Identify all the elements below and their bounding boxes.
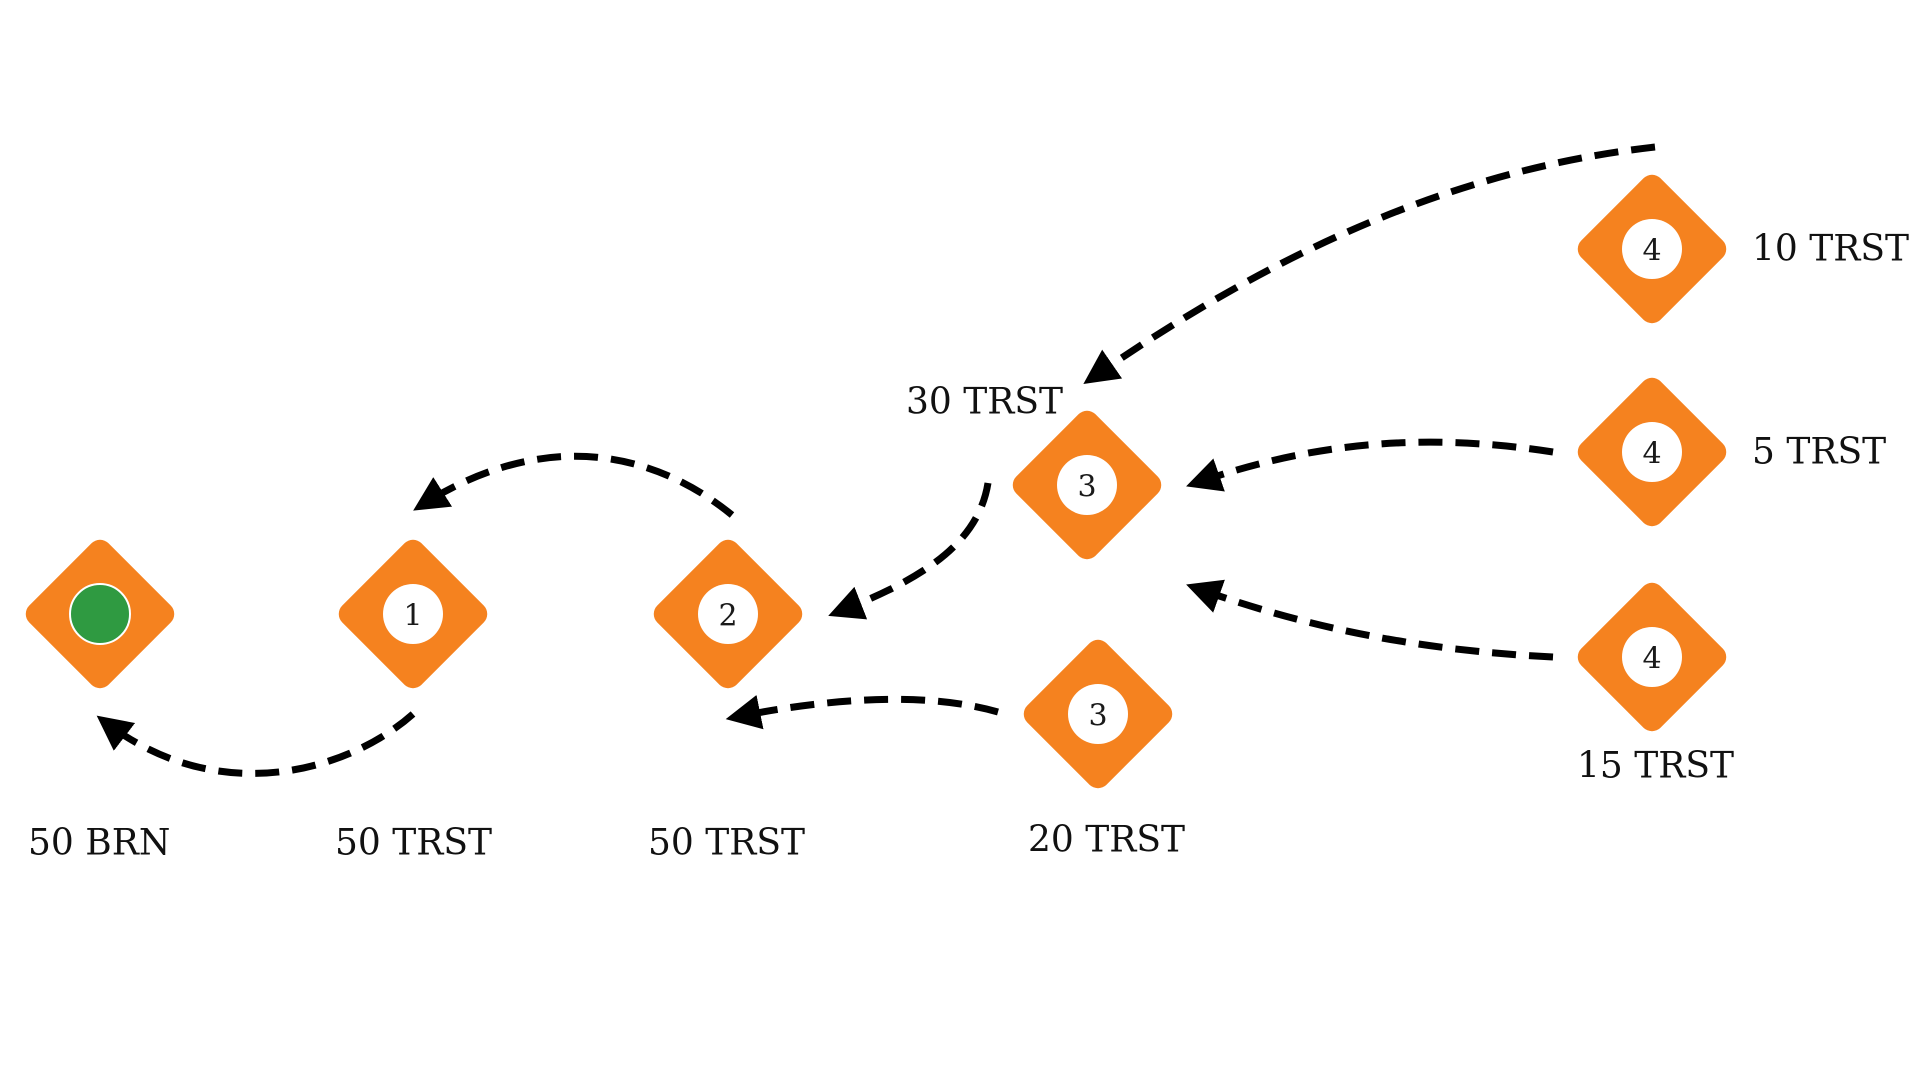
edge-n3b-to-n2 (725, 694, 999, 730)
node-number: 4 (1642, 234, 1661, 269)
inner-circle (1057, 455, 1117, 515)
inner-circle (383, 584, 443, 644)
node-number: 4 (1642, 642, 1661, 677)
amount-label-n4c: 15 TRST (1577, 746, 1734, 787)
edge-n3a-to-n2 (828, 482, 992, 620)
edge-n4c-to-n3a (1186, 579, 1554, 661)
amount-label-root: 50 BRN (28, 823, 170, 864)
node-level-3a: 3 (1012, 410, 1162, 560)
amount-label-n3a: 30 TRST (906, 382, 1063, 423)
node-root (25, 539, 175, 689)
node-number: 3 (1088, 699, 1107, 734)
node-number: 3 (1077, 470, 1096, 505)
edge-n2-to-n1 (413, 452, 735, 518)
amount-label-n1: 50 TRST (335, 823, 492, 864)
amount-label-n4b: 5 TRST (1752, 432, 1886, 473)
node-level-3b: 3 (1023, 639, 1173, 789)
node-level-4b: 4 (1577, 377, 1727, 527)
inner-circle (1622, 627, 1682, 687)
node-level-2: 2 (653, 539, 803, 689)
node-level-4a: 4 (1577, 174, 1727, 324)
amount-label-n4a: 10 TRST (1752, 229, 1909, 270)
node-number: 4 (1642, 437, 1661, 472)
node-level-1: 1 (338, 539, 488, 689)
edge-n1-to-root (96, 711, 416, 777)
root-green-circle (69, 583, 131, 645)
amount-label-n2: 50 TRST (648, 823, 805, 864)
amount-label-n3b: 20 TRST (1028, 820, 1185, 861)
node-level-4c: 4 (1577, 582, 1727, 732)
inner-circle (1622, 219, 1682, 279)
node-number: 2 (718, 599, 737, 634)
inner-circle (1622, 422, 1682, 482)
edge-n4a-to-n3a (1083, 143, 1656, 384)
inner-circle (698, 584, 758, 644)
node-number: 1 (403, 599, 422, 634)
edges (96, 143, 1656, 777)
inner-circle (1068, 684, 1128, 744)
edge-n4b-to-n3a (1186, 438, 1554, 492)
